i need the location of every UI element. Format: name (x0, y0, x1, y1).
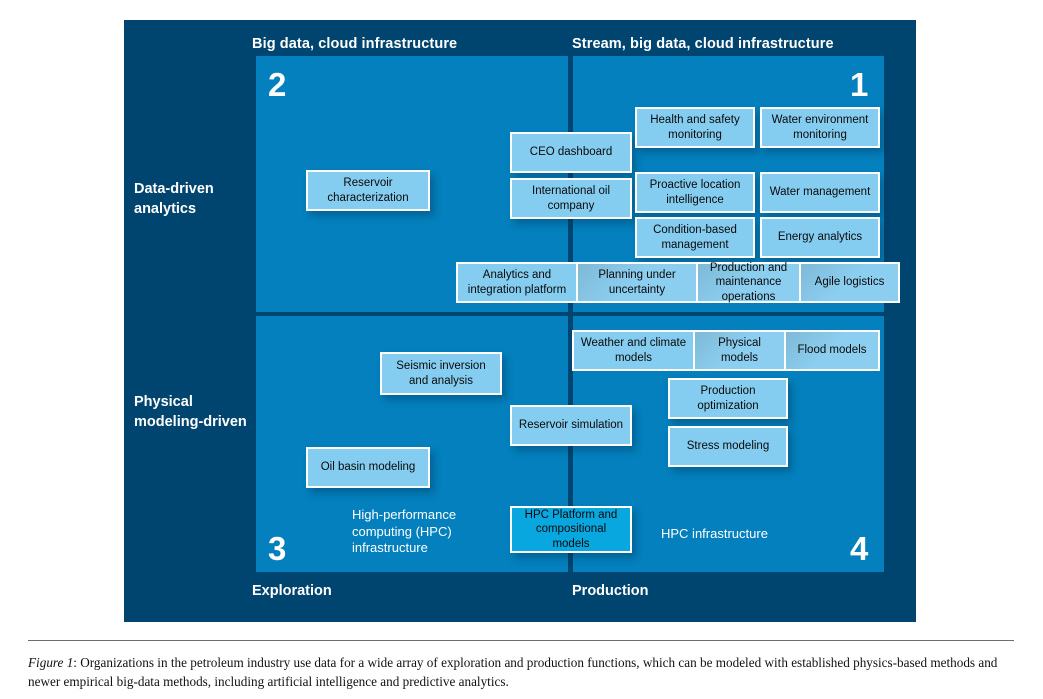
figure-panel: Big data, cloud infrastructure Stream, b… (124, 20, 916, 622)
node-physical-models[interactable]: Physical models (693, 330, 786, 371)
figure-caption: Figure 1: Organizations in the petroleum… (28, 653, 1016, 691)
node-flood-models[interactable]: Flood models (784, 330, 880, 371)
node-stress-modeling[interactable]: Stress modeling (668, 426, 788, 467)
node-oil-basin-modeling[interactable]: Oil basin modeling (306, 447, 430, 488)
label-hpc-infrastructure-right: HPC infrastructure (661, 526, 768, 541)
caption-figure-label: Figure 1 (28, 655, 74, 670)
node-production-and-maintenance-operations[interactable]: Production and maintenance operations (696, 262, 801, 303)
node-analytics-and-integration-platform[interactable]: Analytics and integration platform (456, 262, 578, 303)
node-hpc-platform-and-compositional-models[interactable]: HPC Platform and compositional models (510, 506, 632, 553)
node-weather-and-climate-models[interactable]: Weather and climate models (572, 330, 695, 371)
quadrant-number-1: 1 (850, 66, 869, 103)
node-reservoir-simulation[interactable]: Reservoir simulation (510, 405, 632, 446)
axis-label-production: Production (572, 583, 649, 599)
node-ceo-dashboard[interactable]: CEO dashboard (510, 132, 632, 173)
node-seismic-inversion-and-analysis[interactable]: Seismic inversion and analysis (380, 352, 502, 395)
node-proactive-location-intelligence[interactable]: Proactive location intelligence (635, 172, 755, 213)
quadrant-number-2: 2 (268, 66, 287, 103)
node-production-optimization[interactable]: Production optimization (668, 378, 788, 419)
column-header-left: Big data, cloud infrastructure (252, 36, 458, 52)
axis-label-exploration: Exploration (252, 583, 332, 599)
quadrant-number-3: 3 (268, 530, 287, 567)
node-agile-logistics[interactable]: Agile logistics (799, 262, 900, 303)
label-hpc-infrastructure-left: High-performance computing (HPC) infrast… (352, 507, 457, 556)
row-label-data-driven-analytics: Data-driven analytics (134, 181, 214, 217)
node-planning-under-uncertainty[interactable]: Planning under uncertainty (576, 262, 698, 303)
quadrant-number-4: 4 (850, 530, 869, 567)
node-reservoir-characterization[interactable]: Reservoir characterization (306, 170, 430, 211)
node-water-environment-monitoring[interactable]: Water environment monitoring (760, 107, 880, 148)
node-energy-analytics[interactable]: Energy analytics (760, 217, 880, 258)
row-label-physical-modeling-driven: Physical modeling-driven (134, 394, 247, 430)
column-header-right: Stream, big data, cloud infrastructure (572, 36, 834, 52)
caption-text: : Organizations in the petroleum industr… (28, 655, 998, 690)
node-international-oil-company[interactable]: International oil company (510, 178, 632, 219)
node-condition-based-management[interactable]: Condition-based management (635, 217, 755, 258)
node-health-and-safety-monitoring[interactable]: Health and safety monitoring (635, 107, 755, 148)
divider-horizontal (256, 312, 884, 316)
caption-rule (28, 640, 1014, 641)
node-water-management[interactable]: Water management (760, 172, 880, 213)
